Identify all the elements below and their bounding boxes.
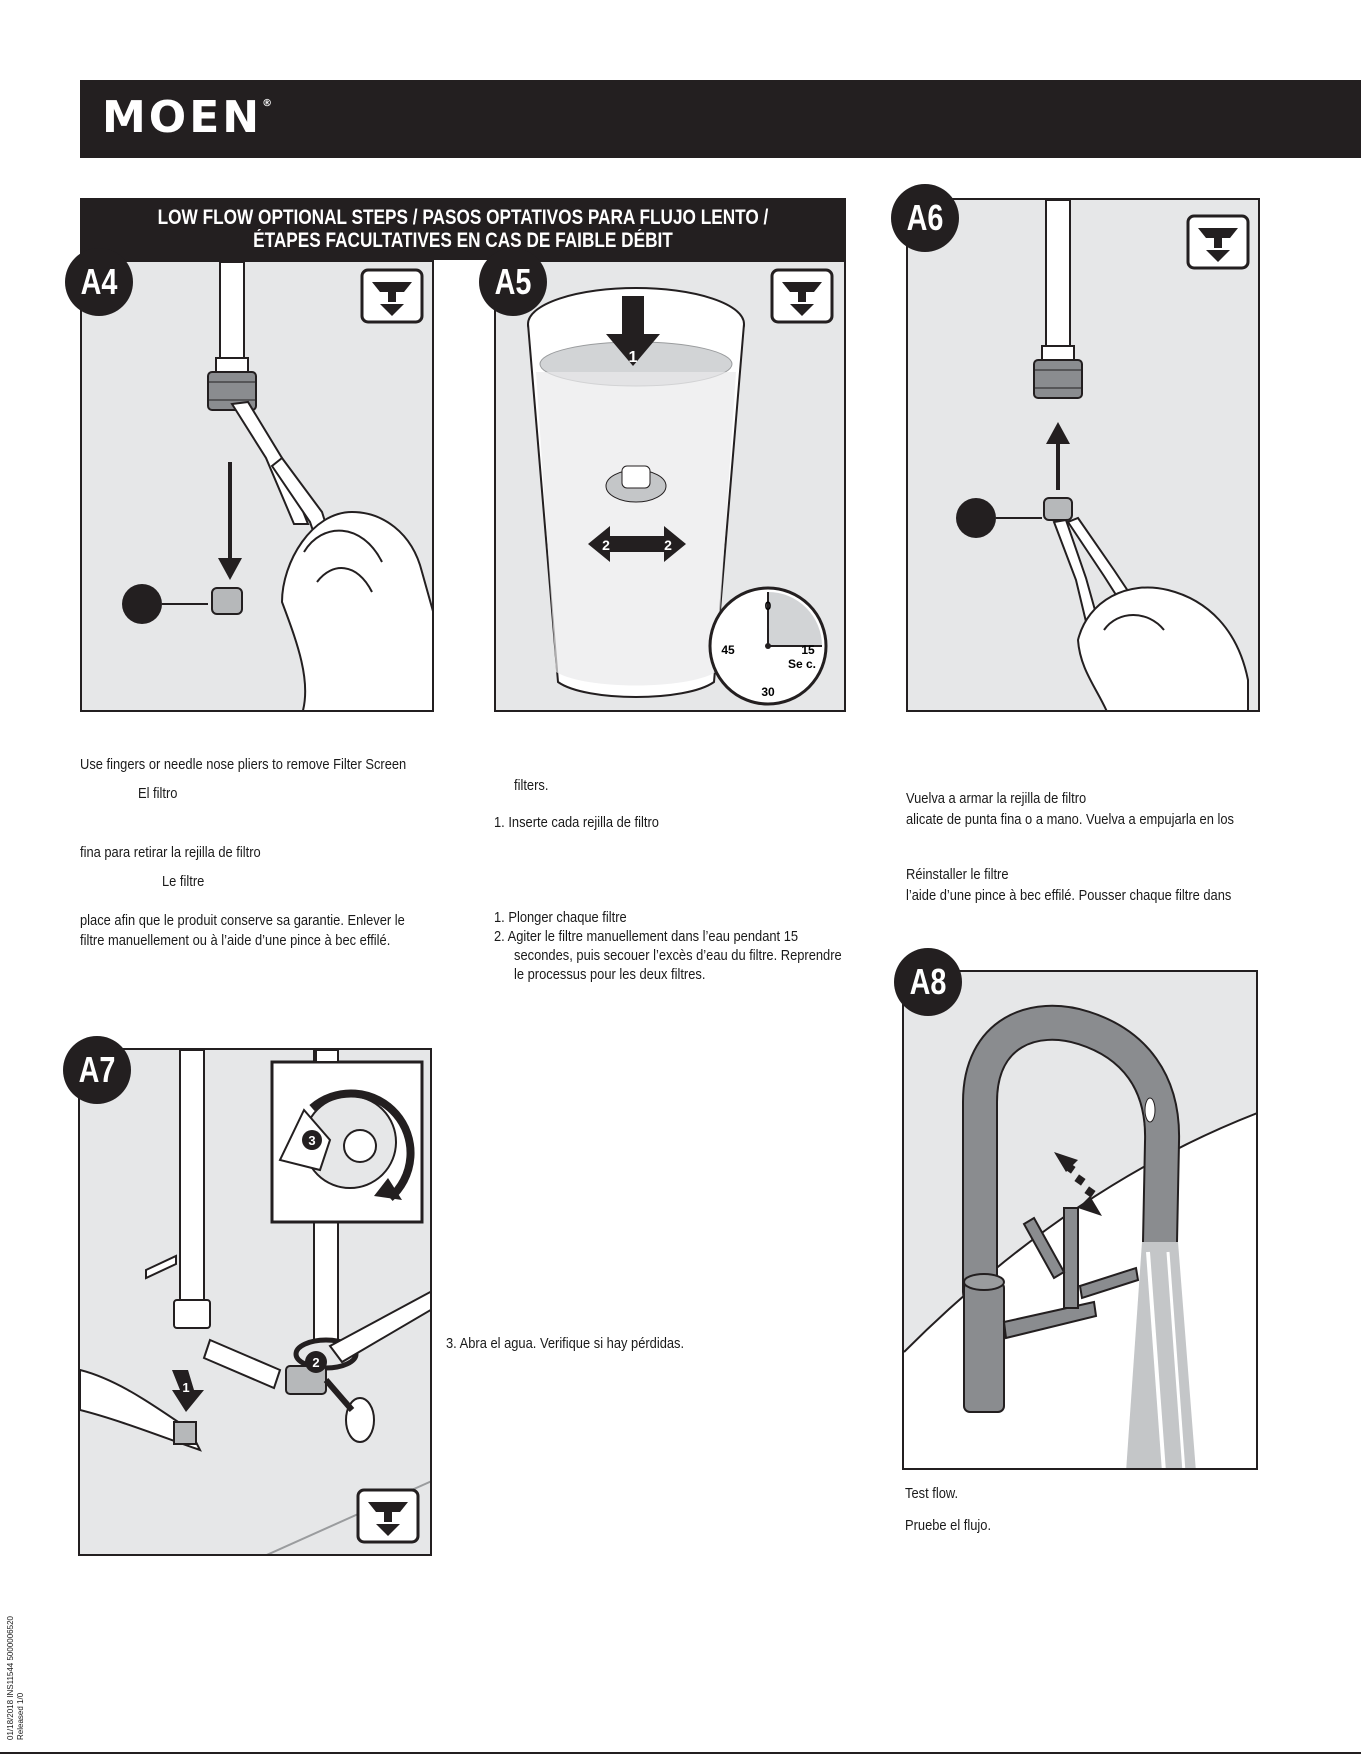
a6-text-2: alicate de punta fina o a mano. Vuelva a… [906,811,1234,828]
side-note-1: 01/18/2018 INS11544 5000006520 [6,1616,15,1740]
panel-a5: 1 2 2 0 15 Se c. 30 45 [494,260,846,712]
a7-arrow-1-label: 1 [182,1380,189,1395]
a6-illustration [956,200,1250,710]
a5-text-2: 1. Inserte cada rejilla de filtro [494,814,659,831]
a6-text-4: l’aide d’une pince à bec effilé. Pousser… [906,887,1232,904]
a7-text-1: 3. Abra el agua. Verifique si hay pérdid… [446,1335,685,1352]
timer-45: 45 [721,643,735,657]
step-badge-a5: A5 [479,248,547,316]
a5-text-3: 1. Plonger chaque filtre [494,909,627,926]
timer-unit: Se c. [788,657,816,671]
a7-arrow-3-label: 3 [308,1133,315,1148]
timer-15: 15 [801,643,815,657]
a4-text-1: Use fingers or needle nose pliers to rem… [80,756,407,773]
brand-logo: MOEN® [102,92,273,143]
panel-a4 [80,260,434,712]
panel-a8 [902,970,1258,1470]
panel-a7: 1 2 3 [78,1048,432,1556]
timer-30: 30 [761,685,775,699]
a5-arrow-2-left: 2 [602,537,610,553]
side-note-2: Released 1/0 [16,1692,25,1740]
a4-text-6: filtre manuellement ou à l’aide d’une pi… [80,932,391,949]
a4-illustration [122,262,432,710]
a4-text-3: fina para retirar la rejilla de filtro [80,844,261,861]
a7-illustration: 1 2 3 [80,1050,430,1554]
banner-line-2: ÉTAPES FACULTATIVES EN CAS DE FAIBLE DÉB… [253,229,673,252]
a4-text-2: El filtro [138,785,178,802]
a8-text-1: Test flow. [905,1485,959,1502]
a6-text-1: Vuelva a armar la rejilla de filtro [906,790,1087,807]
header-bar: MOEN® [80,80,1361,158]
a8-text-2: Pruebe el flujo. [905,1517,992,1534]
step-badge-a6: A6 [891,184,959,252]
a5-text-1: filters. [514,777,549,794]
a5-text-5: secondes, puis secouer l’excès d’eau du … [514,947,842,964]
a4-text-5: place afin que le produit conserve sa ga… [80,912,405,929]
a5-illustration: 1 2 2 0 15 Se c. 30 45 [527,268,834,706]
section-banner: LOW FLOW OPTIONAL STEPS / PASOS OPTATIVO… [80,198,846,260]
step-badge-a8: A8 [894,948,962,1016]
footer-rule [0,1752,1361,1754]
a5-text-4: 2. Agiter le filtre manuellement dans l’… [494,928,799,945]
a8-illustration [904,1004,1256,1468]
a6-text-3: Réinstaller le filtre [906,866,1009,883]
banner-line-1: LOW FLOW OPTIONAL STEPS / PASOS OPTATIVO… [157,206,769,229]
a5-arrow-1-label: 1 [629,349,638,366]
panel-a6 [906,198,1260,712]
step-badge-a7: A7 [63,1036,131,1104]
a4-text-4: Le filtre [162,873,205,890]
timer-0: 0 [765,599,772,613]
a5-text-6: le processus pour les deux filtres. [514,966,706,983]
a5-arrow-2-right: 2 [664,537,672,553]
a7-arrow-2-label: 2 [312,1355,319,1370]
step-badge-a4: A4 [65,248,133,316]
